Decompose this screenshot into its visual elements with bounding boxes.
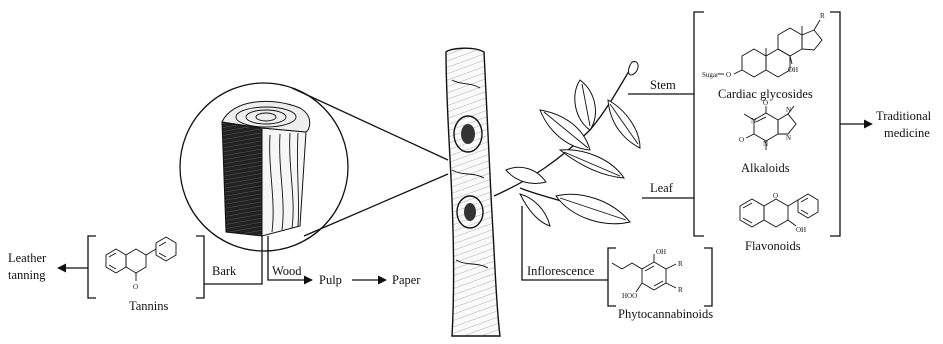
alkaloids-structure: O O N N N N Alkaloids [739,99,796,175]
cardiac-glycosides-structure: R OH O Sugar Cardiac glycosides [702,12,825,101]
log-cross-section [180,83,448,251]
flavonoids-label: Flavonoids [745,239,801,253]
phyto-r2-label: R [678,286,683,294]
tree-trunk [446,48,500,336]
leaf-label: Leaf [650,181,674,195]
phyto-hoo-label: HOO [622,292,637,300]
tannins-bracket-right [196,236,204,298]
phytocannabinoids-structure: OH R R HOO Phytocannabinoids [608,248,713,321]
phyto-oh-label: OH [656,248,666,256]
glyco-r-label: R [820,12,825,20]
flav-oh-label: OH [796,226,806,234]
phyto-bracket-left [608,248,616,306]
phytocannabinoids-label: Phytocannabinoids [618,307,713,321]
right-bracket: Traditional medicine [694,12,932,236]
leafy-branch [494,62,640,226]
traditional-label-line2: medicine [884,126,930,140]
leather-label-line2: tanning [8,268,46,282]
wood-label: Wood [272,264,302,278]
alk-n4-label: N [786,134,791,142]
phyto-bracket-right [704,248,712,306]
tannins-label: Tannins [129,299,169,313]
glyco-sugar-label: Sugar [702,71,719,79]
inflorescence-label: Inflorescence [527,264,595,278]
traditional-label-line1: Traditional [876,109,932,123]
tannins-structure: O Tannins [88,236,204,313]
alk-o1-label: O [763,99,768,107]
stem-label: Stem [650,78,676,92]
pulp-label: Pulp [319,273,342,287]
bark-label: Bark [212,264,237,278]
phyto-r1-label: R [678,260,683,268]
leather-tanning: Leather tanning [8,251,88,282]
alk-o2-label: O [739,136,744,144]
tannin-o-label: O [133,283,138,291]
tannins-bracket-left [88,236,96,298]
alk-n2-label: N [763,140,768,148]
glyco-o-label: O [726,71,731,79]
leather-label-line1: Leather [8,251,47,265]
glyco-oh-label: OH [788,66,798,74]
stem-connector: Stem [628,78,694,94]
paper-label: Paper [392,273,421,287]
leaf-connector: Leaf [642,181,694,198]
flavonoids-structure: O OH Flavonoids [740,192,818,253]
bark-connector: Bark [204,236,262,284]
alkaloids-label: Alkaloids [741,161,790,175]
wood-pulp-paper: Wood Pulp Paper [268,236,421,287]
flav-o-label: O [773,192,778,200]
